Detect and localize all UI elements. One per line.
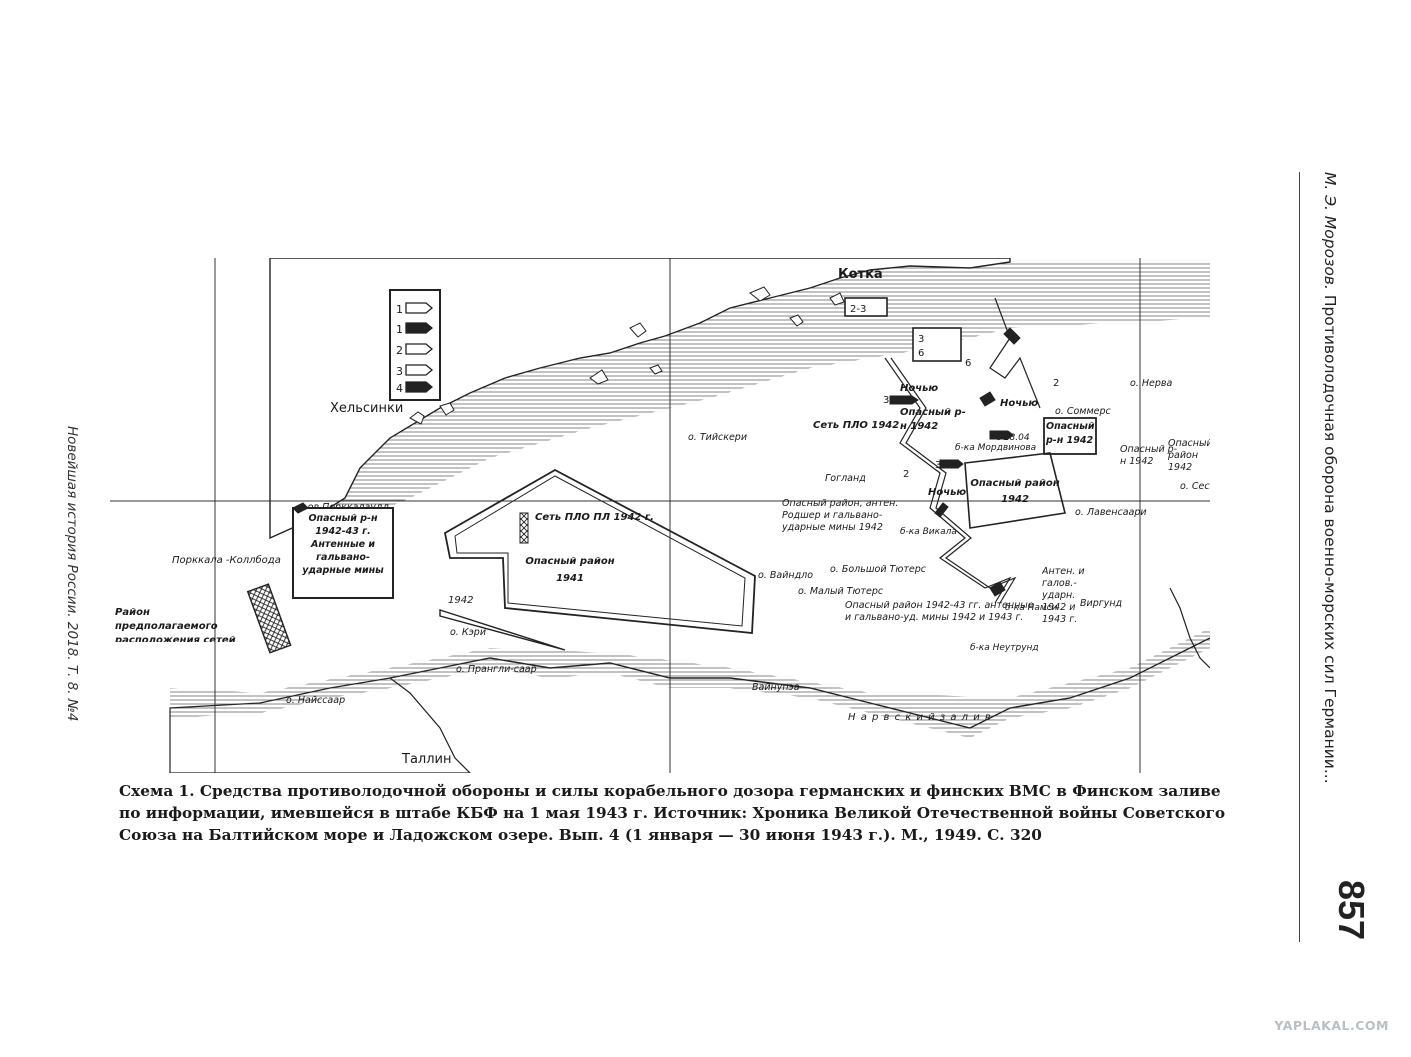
place-seskar: о. Сескар (1180, 481, 1210, 492)
wedge-year-label: 1942 (448, 595, 473, 606)
patrol-box-3: 3 (918, 334, 924, 345)
page-number: 857 (1331, 880, 1372, 941)
since-date-label: с 28.04 (996, 433, 1030, 443)
legend-number: 2 (396, 344, 403, 357)
eastern-shore (1169, 587, 1210, 669)
legend-number: 3 (396, 365, 403, 378)
legend-number: 1 (396, 323, 403, 336)
place-tiyskeri: о. Тийскери (688, 432, 747, 443)
place-bolshoy-tyuters: о. Большой Тютерс (830, 564, 927, 575)
danger-rn-1942: Опасный р-н 1942 (900, 407, 966, 432)
place-prangli: о. Прангли-саар (456, 664, 537, 675)
patrol-number: 3 (935, 460, 941, 471)
danger-wedge-1942 (439, 609, 566, 651)
estonian-coast (169, 628, 1210, 773)
place-helsinki: Хельсинки (330, 401, 403, 416)
place-vaindlo: о. Вайндло (758, 570, 813, 581)
place-gogland: Гогланд (825, 473, 866, 484)
net-plo-pl-label: Сеть ПЛО ПЛ 1942 г. (535, 512, 654, 523)
danger-area-west: Опасный р-н 1942-43 г. Антенные и гальва… (292, 507, 394, 599)
legend-number: 4 (396, 382, 403, 395)
bka-mordvinova-label: б-ка Мордвинова (955, 443, 1036, 453)
patrol-box-6: 6 (918, 348, 924, 359)
patrol-number: 2 (903, 469, 909, 480)
running-head-left: Новейшая история России. 2018. Т. 8. №4 (64, 426, 80, 722)
danger-box-east-label: Опасный р-н 1942 (1046, 421, 1095, 446)
bka-vikala-label: б-ка Викала (900, 527, 957, 537)
place-maly-tyuters: о. Малый Тютерс (798, 586, 884, 597)
net-plo-1942-label: Сеть ПЛО 1942 (813, 420, 899, 431)
danger-far-right-label: Опасный район 1942 (1168, 438, 1210, 473)
running-head-rule (1299, 172, 1300, 942)
night-label: Ночью (928, 487, 966, 498)
danger-lower-label: Опасный район 1942-43 гг. антенные и гал… (845, 600, 1034, 623)
caption-line: Союза на Балтийском море и Ладожском озе… (119, 826, 1042, 844)
danger-box-east (1043, 417, 1097, 455)
danger-right-label: Опасный р-н 1942 (1120, 444, 1178, 467)
kotka-box-label: 2-3 (850, 304, 866, 315)
danger-area-1942-label: Опасный район 1942 (970, 478, 1060, 505)
bka-namsi-label: б-ка Намси (1005, 603, 1058, 613)
patrol-ship-icons (292, 327, 1021, 597)
patrol-number: 3 (883, 395, 889, 406)
place-lavensaari: о. Лавенсаари (1075, 507, 1147, 518)
place-virgund: Виргунд (1080, 598, 1123, 609)
patrol-box-3-6 (912, 327, 962, 362)
place-sommers: о. Соммерс (1055, 406, 1112, 417)
watermark: YAPLAKAL.COM (1274, 1018, 1389, 1033)
night-label: Ночью (1000, 398, 1038, 409)
place-tallinn: Таллин (401, 752, 451, 767)
place-porkkala: Порккала -Коллбода (172, 554, 281, 566)
danger-west-label: Опасный р-н 1942-43 г. Антенные и гальва… (302, 513, 384, 576)
finnish-coast (269, 258, 1210, 540)
danger-1941-label: Опасный район 1941 (525, 556, 615, 584)
danger-area-1941: Сеть ПЛО ПЛ 1942 г. Опасный район 1941 (443, 468, 756, 634)
antennas-right-label: Антен. и галов.-ударн. 1942 и 1943 г. (1042, 566, 1085, 625)
place-nerva: о. Нерва (1130, 378, 1172, 389)
assumed-nets-label: Район предполагаемого расположения сетей… (115, 607, 236, 642)
kotka-box (844, 297, 888, 317)
place-vaynupea: Вайнупэа (752, 682, 800, 693)
caption-line: по информации, имевшейся в штабе КБФ на … (119, 804, 1226, 822)
legend-number: 1 (396, 303, 403, 316)
bka-neutrund-label: б-ка Неутрунд (970, 643, 1039, 653)
danger-antenna-label: Опасный район, антен. Родшер и гальвано-… (782, 498, 899, 533)
place-keri: о. Кэри (450, 627, 486, 638)
place-kotka: Котка (838, 267, 883, 282)
patrol-number: 6 (965, 358, 971, 369)
danger-area-1942 (964, 452, 1066, 529)
place-narva-bay: Н а р в с к и й з а л и в (848, 712, 992, 723)
place-naissaar: о. Найссаар (286, 695, 345, 706)
map-legend: 1 1 2 3 4 (389, 289, 441, 401)
caption-line: Схема 1. Средства противолодочной оборон… (119, 782, 1221, 800)
patrol-number: 2 (1053, 378, 1059, 389)
article-title: Противолодочная оборона военно-морских с… (1321, 294, 1339, 784)
gulf-of-finland-map: 1 1 2 3 4 Хельсинки Котка Таллин п-ов По… (110, 258, 1210, 773)
author-name: М. Э. Морозов. (1321, 172, 1339, 290)
night-label: Ночью (900, 383, 938, 394)
running-head-right: М. Э. Морозов. Противолодочная оборона в… (1317, 172, 1339, 792)
figure-caption: Схема 1. Средства противолодочной оборон… (119, 780, 1226, 846)
plo-net-area (246, 583, 292, 654)
